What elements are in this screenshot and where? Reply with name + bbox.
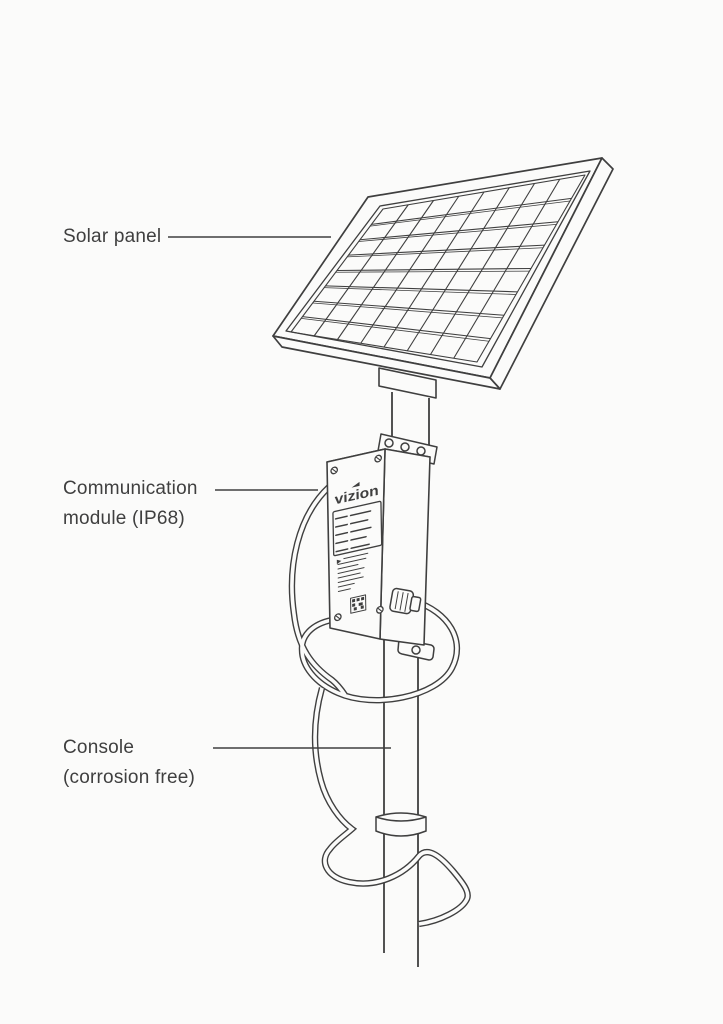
- label-communication-module-line2: module (IP68): [63, 508, 185, 529]
- solar-panel-rim-bottom: [272, 335, 501, 390]
- mounting-hole: [400, 442, 410, 452]
- label-solar-panel-text: Solar panel: [63, 226, 162, 247]
- label-solar-panel: Solar panel: [63, 222, 161, 252]
- label-communication-module-line1: Communication: [63, 478, 198, 499]
- mounting-hole: [384, 438, 394, 448]
- label-console-line2: (corrosion free): [63, 767, 196, 788]
- panel-mount-bracket: [378, 367, 437, 399]
- solar-panel-illustration: [272, 157, 614, 390]
- leader-lines: [168, 236, 391, 749]
- pole-collar: [375, 812, 427, 837]
- solar-cell-grid: [290, 174, 586, 363]
- bottom-bracket: [397, 638, 435, 661]
- cable-illustration: [288, 484, 471, 928]
- module-side-face: [379, 448, 431, 646]
- cable-gland: [389, 587, 422, 615]
- bracket-screw-icon: [411, 645, 421, 655]
- corner-screws: [330, 454, 384, 622]
- vizion-logo-mark-icon: [351, 481, 360, 488]
- label-communication-module: Communication module (IP68): [63, 474, 198, 534]
- label-console-line1: Console: [63, 737, 135, 758]
- qr-code: [350, 594, 367, 614]
- fine-print-rows: [337, 552, 369, 592]
- communication-module-illustration: vizion: [326, 448, 431, 646]
- tiny-text-arrow-icon: [336, 559, 342, 565]
- mounting-hole: [416, 446, 426, 456]
- label-console: Console (corrosion free): [63, 733, 195, 793]
- spec-label-rows: [334, 510, 372, 553]
- solar-panel-inner-frame: [285, 170, 591, 368]
